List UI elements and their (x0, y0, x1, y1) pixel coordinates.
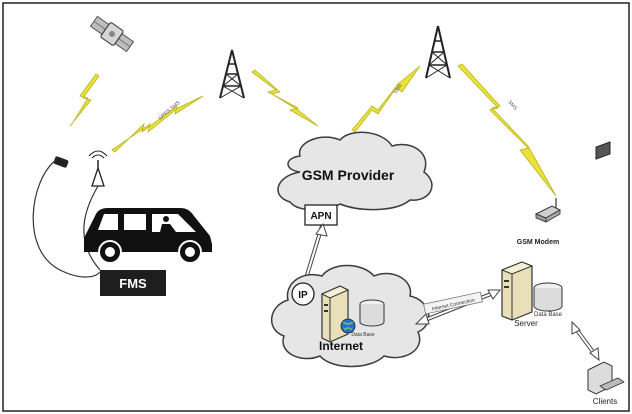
server-label: Server (514, 319, 538, 328)
gps-cable (32, 159, 101, 278)
client-computer-icon (587, 141, 625, 395)
gsm-provider-label: GSM Provider (302, 167, 395, 183)
wireless-link-tower-modem: SMS (457, 63, 557, 197)
gsm-provider-cloud: GSM Provider (277, 131, 433, 211)
server-clients-link (571, 320, 600, 362)
apn-box: APN (304, 204, 338, 226)
ip-badge: IP (291, 282, 315, 306)
internet-label: Internet (319, 339, 363, 353)
clients-label: Clients (593, 397, 617, 406)
van-icon (84, 208, 212, 264)
gsm-modem-label: GSM Modem (517, 239, 559, 246)
gps-receiver-icon (53, 156, 69, 168)
link-tower-cloud-label: SMS (393, 82, 405, 95)
wireless-link-tower-gsm-provider-left (251, 69, 319, 127)
database-left-label: Data Base (351, 332, 375, 338)
antenna-icon (88, 150, 108, 187)
server-icon (500, 261, 534, 321)
server-icon (320, 285, 350, 343)
ip-label: IP (298, 290, 308, 301)
link-tower-modem-label: SMS (506, 99, 518, 112)
fms-label: FMS (119, 276, 147, 291)
database-right-label: Data Base (534, 312, 563, 318)
gsm-modem-icon (534, 198, 562, 223)
wireless-link-satellite-gps (69, 73, 100, 127)
globe-icon (340, 318, 356, 334)
cell-tower-icon (219, 49, 245, 99)
cell-tower-icon (425, 25, 451, 79)
fms-unit: FMS (100, 270, 166, 296)
database-icon (533, 282, 563, 312)
database-icon (359, 299, 385, 327)
apn-label: APN (310, 211, 331, 222)
antenna-cable (83, 185, 101, 271)
wireless-link-gsm-provider-tower-right: SMS (351, 65, 421, 133)
satellite-icon (89, 15, 135, 53)
